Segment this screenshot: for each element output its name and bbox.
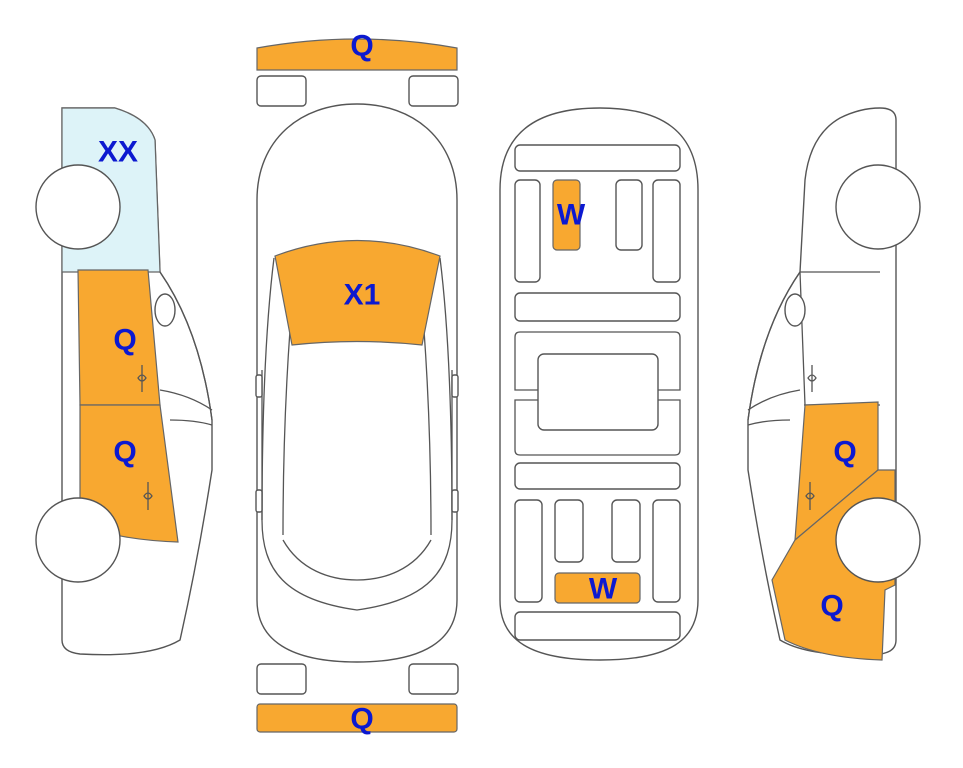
front-left-wheel-mark	[256, 75, 307, 107]
right-rear-door-label: Q	[833, 436, 856, 469]
windshield-label: X1	[344, 279, 381, 312]
windshield-panel[interactable]	[274, 239, 441, 346]
rear-bumper-label: Q	[350, 703, 373, 736]
left-rear-wheel	[35, 164, 121, 250]
left-rear-door-label: Q	[113, 436, 136, 469]
left-front-wheel	[35, 497, 121, 583]
right-rear-quarter-label: Q	[820, 590, 843, 623]
right-front-wheel	[835, 164, 921, 250]
front-right-wheel-mark	[408, 75, 459, 107]
front-bumper-label: Q	[350, 30, 373, 63]
rear-right-wheel-mark	[408, 663, 459, 695]
top-view-body	[256, 103, 458, 663]
underbody-front-label: W	[557, 199, 586, 232]
car-underbody-view: W W	[499, 107, 699, 661]
car-right-side-view: Q Q	[747, 107, 921, 661]
underbody-rear-label: W	[589, 573, 618, 606]
left-front-door-label: Q	[113, 324, 136, 357]
rear-bumper-panel[interactable]	[256, 703, 458, 733]
underbody-front-panel[interactable]	[552, 179, 581, 251]
right-rear-wheel	[835, 497, 921, 583]
car-left-side-view: XX Q Q	[35, 107, 213, 656]
car-top-view: Q X1 Q	[255, 30, 459, 736]
underbody-rear-panel[interactable]	[554, 572, 641, 604]
front-bumper-panel[interactable]	[256, 38, 458, 71]
rear-left-wheel-mark	[256, 663, 307, 695]
left-window-label: XX	[98, 136, 138, 169]
